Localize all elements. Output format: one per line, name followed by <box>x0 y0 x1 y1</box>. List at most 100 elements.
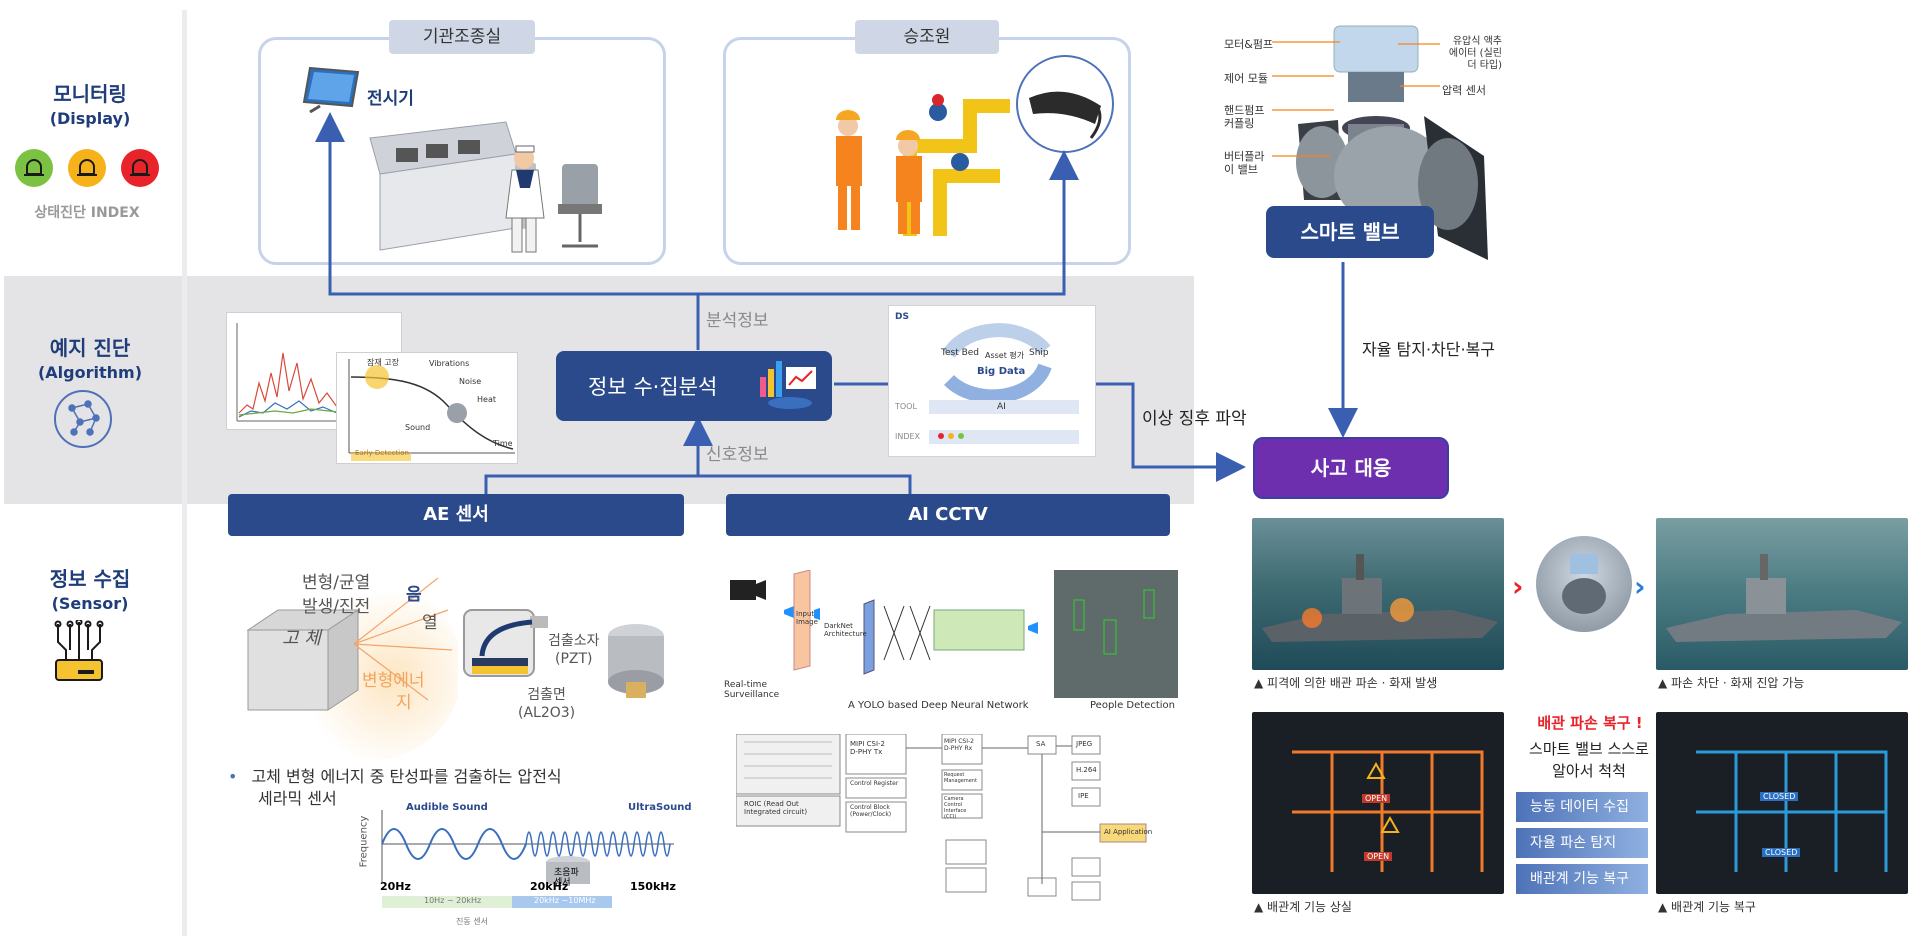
pill-restore: 배관계 기능 복구 <box>1516 864 1648 894</box>
valve-circle-image <box>1536 536 1632 632</box>
range-low-label: 10Hz ~ 20kHz <box>424 896 482 905</box>
request-label: Request Management <box>944 772 977 784</box>
bd-ds: DS <box>895 312 909 322</box>
bd-ship: Ship <box>1029 348 1049 358</box>
ae-desc-bullet: • <box>228 767 238 786</box>
curve-heat: Heat <box>477 395 496 404</box>
f150khz-label: 150kHz <box>630 880 676 893</box>
ipe-label: IPE <box>1078 792 1089 800</box>
closed-badge-2: CLOSED <box>1762 848 1801 857</box>
chip-sensor-icon <box>48 618 110 684</box>
valve-label-handpump: 핸드펌프 커플링 <box>1224 104 1274 130</box>
ship-fire-image <box>1252 518 1504 670</box>
pipe-restore-image: CLOSED CLOSED <box>1656 712 1908 894</box>
mipi-rx-label: MIPI CSI-2 D-PHY Rx <box>944 738 974 752</box>
ae-desc-line1: 고체 변형 에너지 중 탄성파를 검출하는 압전식 <box>251 767 562 786</box>
detect-face-text: 검출면 <box>527 687 566 703</box>
cci-label: Camera Control Interface (CCI) <box>944 796 967 820</box>
pill-auto-detect: 자율 파손 탐지 <box>1516 828 1648 858</box>
cctv-people: People Detection <box>1090 700 1175 711</box>
data-analysis-label: 정보 수·집분석 <box>588 375 718 399</box>
row-title-diagnosis: 예지 진단 (Algorithm) <box>10 332 170 382</box>
signal-info-label: 신호정보 <box>706 445 769 465</box>
freq-axis-label: Frequency <box>358 815 370 868</box>
ultra-sensor-label: 초음파 센서 <box>554 868 579 888</box>
f20hz-label: 20Hz <box>380 880 411 893</box>
ultra-label: UltraSound <box>628 802 692 813</box>
ae-sensor-bar[interactable]: AE 센서 <box>228 494 684 536</box>
diagnosis-subtitle: (Algorithm) <box>37 363 143 382</box>
monitor-icon <box>302 66 360 114</box>
curve-sound: Sound <box>405 423 431 432</box>
curve-onset: 잠재 고장 <box>367 358 399 367</box>
collection-title: 정보 수집 <box>49 567 131 591</box>
data-analysis-box[interactable]: 정보 수·집분석 <box>556 351 832 421</box>
auto-detect-label: 자율 탐지·차단·복구 <box>1362 340 1496 359</box>
caption-blocked: ▲ 파손 차단 · 화재 진압 가능 <box>1658 676 1805 690</box>
caption-loss: ▲ 배관계 기능 상실 <box>1254 900 1352 914</box>
valve-label-handpump-text: 핸드펌프 커플링 <box>1224 104 1265 130</box>
ship-restored-image <box>1656 518 1908 670</box>
valve-label-actuator-text: 유압식 액추에이터 (실린더 타입) <box>1448 36 1502 71</box>
curve-noise: Noise <box>459 377 482 386</box>
curve-time: Time <box>493 439 513 448</box>
control-reg-label: Control Register <box>850 780 899 787</box>
f20khz-label: 20kHz <box>530 880 569 893</box>
ai-cctv-bar[interactable]: AI CCTV <box>726 494 1170 536</box>
valve-label-motor: 모터&펌프 <box>1224 38 1274 51</box>
blue-chevron-icon: › <box>1634 570 1646 603</box>
pill-active-collect: 능동 데이터 수집 <box>1516 792 1648 822</box>
open-badge-1: OPEN <box>1362 794 1391 803</box>
valve-leader-lines <box>1272 41 1440 157</box>
bd-bigdata: Big Data <box>977 366 1026 377</box>
smart-valve-box[interactable]: 스마트 밸브 <box>1266 206 1434 258</box>
valve-label-actuator: 유압식 액추에이터 (실린더 타입) <box>1448 36 1502 72</box>
red-chevron-icon: › <box>1512 570 1524 603</box>
smart-valve-illustration <box>1278 24 1508 274</box>
sa-label: SA <box>1036 740 1046 748</box>
bd-tool: TOOL <box>895 402 917 411</box>
status-index-label: 상태진단 INDEX <box>34 205 140 221</box>
bigdata-diagram: DS Test Bed Asset 평가 Ship Big Data TOOL … <box>888 305 1096 457</box>
restore-sub2: 알아서 척척 <box>1552 762 1626 780</box>
monitoring-subtitle: (Display) <box>49 109 131 128</box>
valve-label-control: 제어 모듈 <box>1224 72 1268 85</box>
bd-testbed: Test Bed <box>941 348 980 358</box>
open-badge-2: OPEN <box>1364 852 1393 861</box>
audible-label: Audible Sound <box>406 802 488 813</box>
abnormal-detect-label: 이상 징후 파악 <box>1142 409 1247 429</box>
network-brain-icon <box>52 388 114 450</box>
status-lights <box>12 146 162 190</box>
control-room-tab: 기관조종실 <box>389 20 535 54</box>
control-console-illustration <box>366 118 628 258</box>
cctv-darknet: DarkNet Architecture <box>824 622 867 638</box>
smart-valve-title: 스마트 밸브 <box>1300 220 1400 244</box>
ae-energy-diagram: 변형/균열 발생/진전 음 열 고 체 변형에너 지 <box>238 560 462 760</box>
range-high-label: 20kHz ~10MHz <box>534 896 596 905</box>
cctv-input: Input Image <box>796 610 818 626</box>
failure-curve-graphic: 잠재 고장 Vibrations Noise Heat Sound Early … <box>336 352 518 464</box>
frequency-diagram: Audible Sound UltraSound Frequency 20Hz … <box>358 800 691 930</box>
ae-energy-1: 변형에너 <box>362 671 425 691</box>
pipe-loss-image: OPEN OPEN <box>1252 712 1504 894</box>
yolo-pipeline: Input Image DarkNet Architecture Real-ti… <box>724 569 1180 711</box>
pzt-sensor-diagram <box>460 604 552 684</box>
cctv-yolo: A YOLO based Deep Neural Network <box>848 700 1029 711</box>
ae-deform: 변형/균열 <box>302 573 371 593</box>
ae-occur: 발생/진전 <box>302 597 371 617</box>
cctv-realtime: Real-time Surveillance <box>724 680 780 700</box>
bd-asset: Asset 평가 <box>985 351 1025 360</box>
ae-solid: 고 체 <box>282 628 321 649</box>
detect-face-label: 검출면 (AL2O3) <box>518 686 575 722</box>
caption-fire: ▲ 피격에 의한 배관 파손 · 화재 발생 <box>1254 676 1438 690</box>
incident-response-box[interactable]: 사고 대응 <box>1253 437 1449 499</box>
curve-detection: Early Detection <box>355 449 409 457</box>
jpeg-label: JPEG <box>1076 740 1093 748</box>
row-title-collection: 정보 수집 (Sensor) <box>10 563 170 613</box>
restore-title: 배관 파손 복구 ! <box>1537 714 1643 732</box>
ae-energy-2: 지 <box>396 693 412 713</box>
ae-desc: • 고체 변형 에너지 중 탄성파를 검출하는 압전식 세라믹 센서 <box>228 766 562 810</box>
monitoring-title: 모니터링 <box>53 82 127 106</box>
ae-desc-line2: 세라믹 센서 <box>258 789 337 808</box>
